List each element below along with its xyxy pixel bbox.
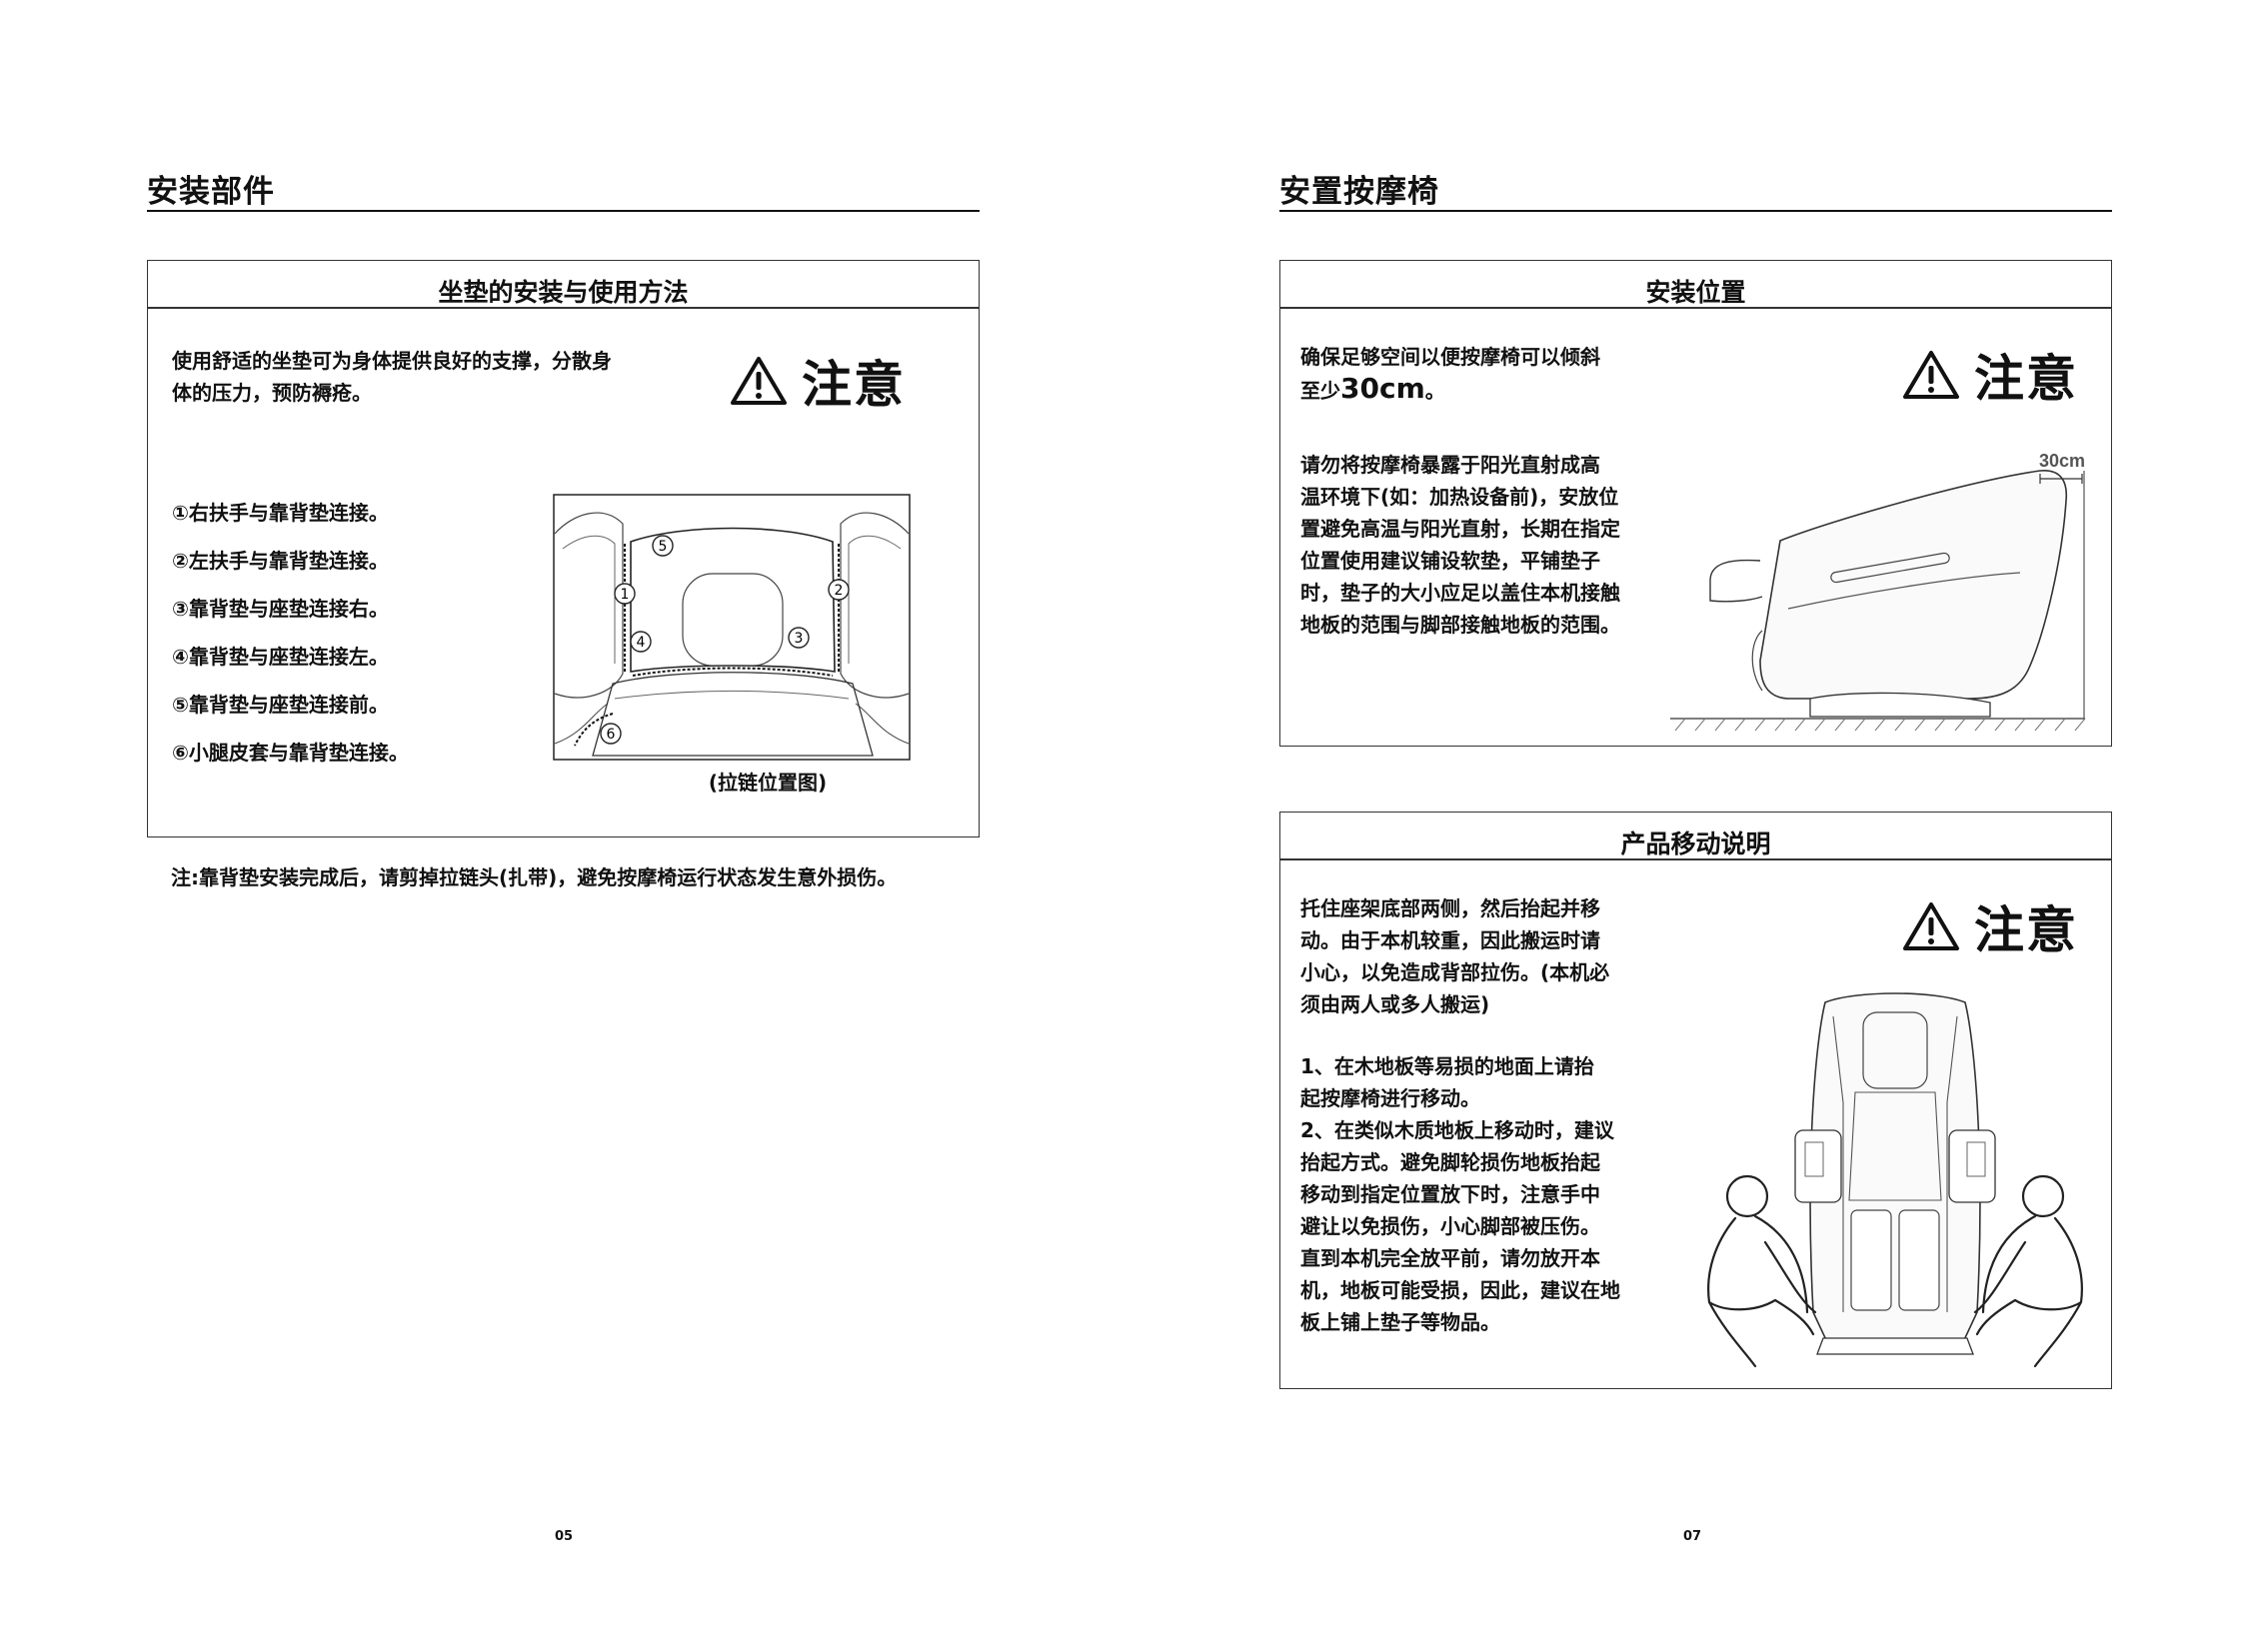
right-section-rule bbox=[1279, 210, 2112, 212]
install-para-line-3: 置避免高温与阳光直射，长期在指定 bbox=[1300, 517, 1620, 541]
move-box-title: 产品移动说明 bbox=[1620, 829, 1771, 858]
cushion-steps: ①右扶手与靠背垫连接。 ②左扶手与靠背垫连接。 ③靠背垫与座垫连接右。 ④靠背垫… bbox=[172, 489, 409, 777]
left-footnote: 注:靠背垫安装完成后，请剪掉拉链头(扎带)，避免按摩椅运行状态发生意外损伤。 bbox=[171, 865, 898, 889]
install-line-2: 至少30cm。 bbox=[1300, 373, 1600, 407]
install-para-line-1: 请勿将按摩椅暴露于阳光直射成高 bbox=[1300, 453, 1600, 477]
warning-icon bbox=[1903, 351, 1959, 399]
marker-2: 2 bbox=[828, 579, 850, 601]
move-item-line-8: 机，地板可能受损，因此，建议在地 bbox=[1300, 1278, 1620, 1302]
move-intro-line-1: 托住座架底部两侧，然后抬起并移 bbox=[1300, 896, 1600, 920]
move-item-line-5: 移动到指定位置放下时，注意手中 bbox=[1300, 1182, 1600, 1206]
cushion-notice-label: 注意 bbox=[802, 356, 906, 414]
svg-text:5: 5 bbox=[659, 539, 668, 555]
install-para-line-6: 地板的范围与脚部接触地板的范围。 bbox=[1300, 613, 1620, 637]
svg-text:1: 1 bbox=[621, 587, 630, 603]
right-section-title: 安置按摩椅 bbox=[1279, 174, 1439, 210]
install-line-2-suffix: 。 bbox=[1424, 379, 1445, 403]
cushion-intro-line-2: 体的压力，预防褥疮。 bbox=[172, 381, 372, 405]
install-para-line-5: 时，垫子的大小应足以盖住本机接触 bbox=[1300, 581, 1620, 605]
move-intro-line-2: 动。由于本机较重，因此搬运时请 bbox=[1300, 928, 1600, 952]
move-intro: 托住座架底部两侧，然后抬起并移 动。由于本机较重，因此搬运时请 小心，以免造成背… bbox=[1300, 892, 1609, 1020]
move-item-line-9: 板上铺上垫子等物品。 bbox=[1300, 1310, 1500, 1334]
cushion-box-title: 坐垫的安装与使用方法 bbox=[438, 278, 689, 307]
install-box: 安装位置 确保足够空间以便按摩椅可以倾斜 至少30cm。 注意 请勿将按摩椅暴露… bbox=[1279, 260, 2112, 747]
right-page-number: 07 bbox=[1683, 1529, 1702, 1544]
svg-text:2: 2 bbox=[835, 583, 844, 599]
install-box-title: 安装位置 bbox=[1645, 278, 1746, 307]
cushion-notice: 注意 bbox=[730, 345, 906, 417]
install-clearance-value: 30cm bbox=[1340, 372, 1425, 405]
move-item-line-6: 避让以免损伤，小心脚部被压伤。 bbox=[1300, 1214, 1600, 1238]
install-notice-label: 注意 bbox=[1974, 350, 2078, 408]
move-item-line-2: 起按摩椅进行移动。 bbox=[1300, 1086, 1480, 1110]
warning-icon bbox=[1903, 902, 1959, 950]
marker-5: 5 bbox=[652, 535, 674, 557]
step-1: ①右扶手与靠背垫连接。 bbox=[172, 501, 389, 525]
move-notice-label: 注意 bbox=[1974, 901, 2078, 959]
step-5: ⑤靠背垫与座垫连接前。 bbox=[172, 693, 389, 717]
install-notice: 注意 bbox=[1902, 339, 2078, 411]
move-box-title-rule bbox=[1280, 858, 2111, 860]
diagram-caption: (拉链位置图) bbox=[708, 771, 828, 795]
move-items: 1、在木地板等易损的地面上请抬 起按摩椅进行移动。 2、在类似木质地板上移动时，… bbox=[1300, 1050, 1620, 1338]
move-item-line-3: 2、在类似木质地板上移动时，建议 bbox=[1300, 1118, 1614, 1142]
clearance-dimension-label: 30cm bbox=[2039, 451, 2085, 471]
move-item-line-4: 抬起方式。避免脚轮损伤地板抬起 bbox=[1300, 1150, 1600, 1174]
install-line-1: 确保足够空间以便按摩椅可以倾斜 bbox=[1300, 345, 1600, 369]
left-section-rule bbox=[147, 210, 980, 212]
move-intro-line-4: 须由两人或多人搬运) bbox=[1300, 992, 1490, 1016]
left-section-title: 安装部件 bbox=[147, 174, 275, 210]
install-line-2-prefix: 至少 bbox=[1300, 379, 1340, 403]
move-intro-line-3: 小心，以免造成背部拉伤。(本机必 bbox=[1300, 960, 1610, 984]
cushion-box: 坐垫的安装与使用方法 使用舒适的坐垫可为身体提供良好的支撑，分散身 体的压力，预… bbox=[147, 260, 980, 837]
svg-text:4: 4 bbox=[637, 635, 646, 651]
reclined-chair-illustration: 30cm bbox=[1670, 451, 2086, 732]
cushion-intro-line-1: 使用舒适的坐垫可为身体提供良好的支撑，分散身 bbox=[172, 349, 612, 373]
step-2: ②左扶手与靠背垫连接。 bbox=[172, 549, 389, 573]
step-4: ④靠背垫与座垫连接左。 bbox=[172, 645, 389, 669]
warning-icon bbox=[731, 357, 787, 405]
cushion-intro: 使用舒适的坐垫可为身体提供良好的支撑，分散身 体的压力，预防褥疮。 bbox=[172, 345, 692, 409]
step-3: ③靠背垫与座垫连接右。 bbox=[172, 597, 389, 621]
two-person-lift-illustration bbox=[1707, 992, 2083, 1368]
move-box: 产品移动说明 托住座架底部两侧，然后抬起并移 动。由于本机较重，因此搬运时请 小… bbox=[1279, 812, 2112, 1389]
move-item-line-7: 直到本机完全放平前，请勿放开本 bbox=[1300, 1246, 1600, 1270]
install-box-title-rule bbox=[1280, 307, 2111, 309]
zipper-position-diagram: 1 2 3 4 5 6 bbox=[553, 494, 911, 761]
cushion-box-title-rule bbox=[148, 307, 979, 309]
left-page-number: 05 bbox=[555, 1529, 574, 1544]
move-item-line-1: 1、在木地板等易损的地面上请抬 bbox=[1300, 1054, 1594, 1078]
move-notice: 注意 bbox=[1902, 890, 2078, 962]
marker-6: 6 bbox=[600, 723, 622, 745]
marker-1: 1 bbox=[614, 583, 636, 605]
marker-3: 3 bbox=[788, 627, 810, 649]
install-paragraph: 请勿将按摩椅暴露于阳光直射成高 温环境下(如：加热设备前)，安放位 置避免高温与… bbox=[1300, 449, 1620, 641]
install-clearance-text: 确保足够空间以便按摩椅可以倾斜 至少30cm。 bbox=[1300, 341, 1600, 407]
install-para-line-4: 位置使用建议铺设软垫，平铺垫子 bbox=[1300, 549, 1600, 573]
marker-4: 4 bbox=[630, 631, 652, 653]
svg-text:6: 6 bbox=[607, 727, 616, 743]
install-para-line-2: 温环境下(如：加热设备前)，安放位 bbox=[1300, 485, 1619, 509]
svg-text:3: 3 bbox=[795, 631, 804, 647]
step-6: ⑥小腿皮套与靠背垫连接。 bbox=[172, 741, 409, 765]
